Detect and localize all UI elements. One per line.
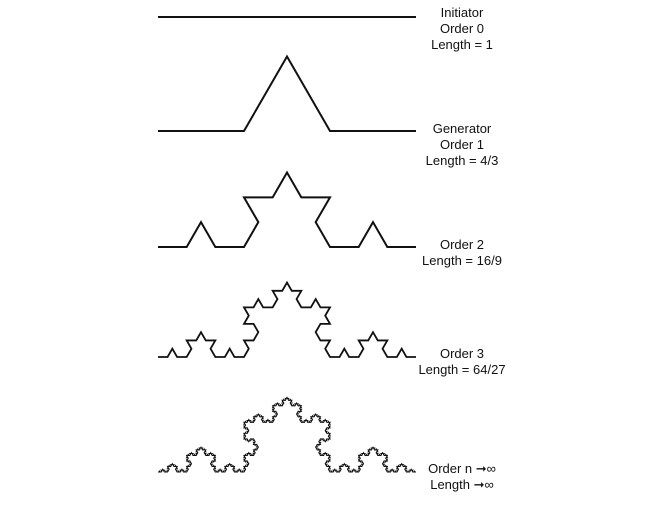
- label-order-0: Initiator Order 0 Length = 1: [400, 5, 524, 53]
- stage-length: Length = 4/3: [425, 153, 499, 168]
- stage-length: Length = 1: [431, 37, 493, 52]
- stage-name: Initiator: [440, 5, 484, 20]
- koch-curve-order-3: [158, 280, 416, 358]
- koch-curve-order-n: [158, 396, 416, 473]
- stage-length: Length = 64/27: [418, 362, 506, 377]
- koch-curve-order-2: [158, 170, 416, 248]
- label-order-1: Generator Order 1 Length = 4/3: [400, 121, 524, 169]
- label-order-2: Order 2 Length = 16/9: [400, 237, 524, 269]
- koch-curve-order-1: [158, 54, 416, 132]
- stage-order: Order 3: [439, 346, 485, 361]
- stage-length: Length ➞∞: [430, 477, 494, 492]
- stage-order: Order 1: [439, 137, 485, 152]
- label-order-3: Order 3 Length = 64/27: [400, 346, 524, 378]
- stage-order: Order 0: [439, 21, 485, 36]
- label-order-n: Order n ➞∞ Length ➞∞: [400, 461, 524, 493]
- stage-order: Order n ➞∞: [428, 461, 496, 476]
- stage-order: Order 2: [439, 237, 485, 252]
- stage-length: Length = 16/9: [422, 253, 502, 268]
- stage-name: Generator: [432, 121, 492, 136]
